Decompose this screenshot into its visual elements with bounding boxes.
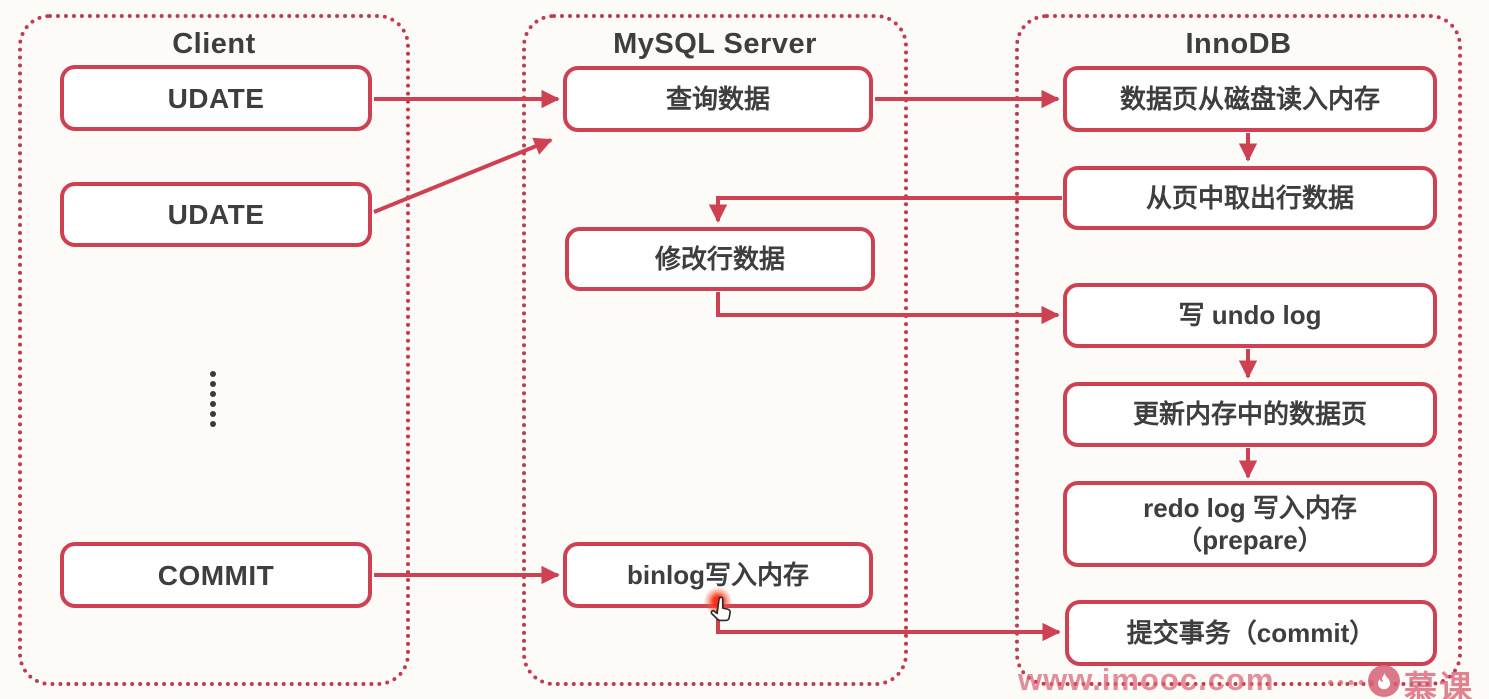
node-update-1: UDATE xyxy=(60,65,372,131)
node-redo-log-prepare-line2: （prepare） xyxy=(1176,525,1324,555)
node-read-page-from-disk: 数据页从磁盘读入内存 xyxy=(1063,66,1437,132)
node-redo-log-prepare-line1: redo log 写入内存 xyxy=(1143,492,1357,523)
node-redo-log-prepare: redo log 写入内存 （prepare） xyxy=(1063,481,1437,567)
node-modify-row: 修改行数据 xyxy=(565,227,875,291)
hand-cursor-icon xyxy=(710,596,731,622)
node-commit-transaction: 提交事务（commit） xyxy=(1065,600,1437,666)
node-update-page-in-memory: 更新内存中的数据页 xyxy=(1063,382,1437,447)
watermark-dots-leader xyxy=(1328,661,1374,685)
node-fetch-row-from-page: 从页中取出行数据 xyxy=(1063,166,1437,230)
column-mysql-server: MySQL Server xyxy=(522,14,908,686)
column-client-title: Client xyxy=(172,28,256,60)
watermark-brand: 慕课 xyxy=(1404,669,1474,699)
column-innodb: InnoDB xyxy=(1015,14,1462,686)
node-write-undo-log: 写 undo log xyxy=(1063,283,1437,348)
node-update-2: UDATE xyxy=(60,182,372,247)
ellipsis-dots xyxy=(210,371,216,427)
watermark-url: www.imooc.com xyxy=(1018,662,1275,697)
column-client: Client xyxy=(18,14,410,686)
imooc-flame-icon xyxy=(1368,665,1400,697)
column-mysql-server-title: MySQL Server xyxy=(613,28,817,60)
column-innodb-title: InnoDB xyxy=(1185,28,1292,60)
node-commit: COMMIT xyxy=(60,542,372,608)
node-query-data: 查询数据 xyxy=(563,66,873,132)
